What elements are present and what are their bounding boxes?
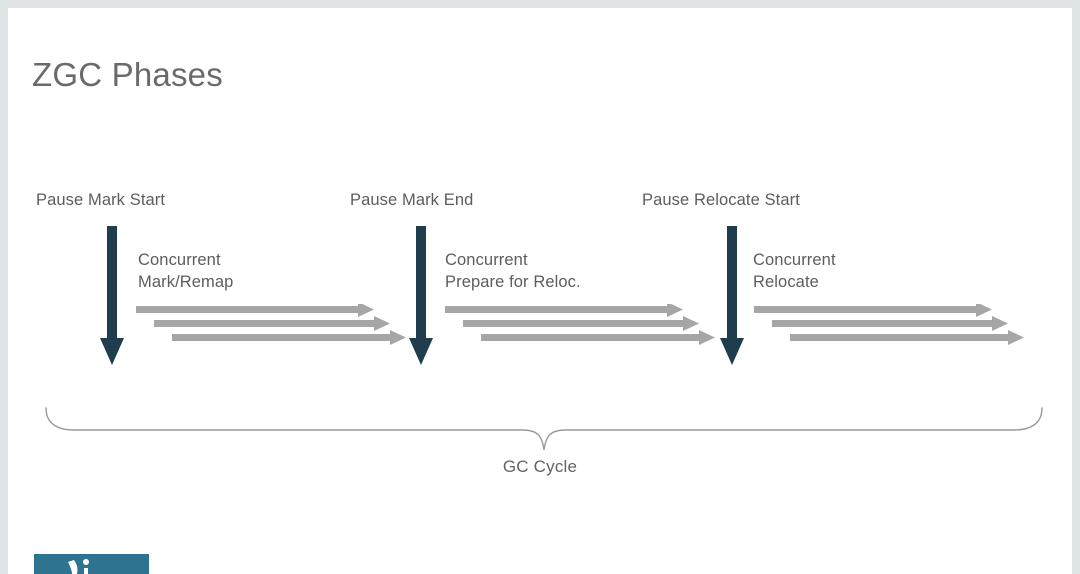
curly-brace-icon: [44, 406, 1044, 458]
down-arrow-icon: [719, 226, 745, 366]
right-arrow-icon: [445, 304, 683, 317]
concurrent-label-line2: Relocate: [753, 273, 819, 291]
concurrent-label-mark: Concurrent Mark/Remap: [138, 249, 233, 293]
concurrent-label-prepare: Concurrent Prepare for Reloc.: [445, 249, 581, 293]
down-arrow-icon: [408, 226, 434, 366]
concurrent-label-line1: Concurrent: [445, 251, 528, 269]
concurrent-label-line2: Prepare for Reloc.: [445, 273, 581, 291]
right-arrow-icon: [790, 330, 1024, 345]
pause-label-relocate-start: Pause Relocate Start: [642, 191, 800, 209]
pause-label-mark-start: Pause Mark Start: [36, 191, 166, 209]
right-arrow-icon: [481, 330, 715, 345]
page-title: ZGC Phases: [32, 56, 223, 93]
right-arrow-icon: [172, 330, 406, 345]
concurrent-label-line2: Mark/Remap: [138, 273, 234, 291]
right-arrow-icon: [754, 304, 992, 317]
concurrent-arrows-mark: [128, 304, 418, 352]
right-arrow-icon: [463, 316, 699, 331]
concurrent-label-relocate: Concurrent Relocate: [753, 249, 836, 293]
right-arrow-icon: [772, 316, 1008, 331]
concurrent-arrows-relocate: [746, 304, 1036, 352]
right-arrow-icon: [136, 304, 374, 317]
company-logo-icon: [34, 554, 149, 574]
pause-label-mark-end: Pause Mark End: [350, 191, 474, 209]
concurrent-label-line1: Concurrent: [138, 251, 221, 269]
gc-cycle-caption: GC Cycle: [502, 457, 578, 476]
concurrent-label-line1: Concurrent: [753, 251, 836, 269]
right-arrow-icon: [154, 316, 390, 331]
down-arrow-icon: [99, 226, 125, 366]
slide-canvas: ZGC Phases Pause Mark Start Concurrent M…: [8, 8, 1072, 574]
concurrent-arrows-prepare: [437, 304, 727, 352]
